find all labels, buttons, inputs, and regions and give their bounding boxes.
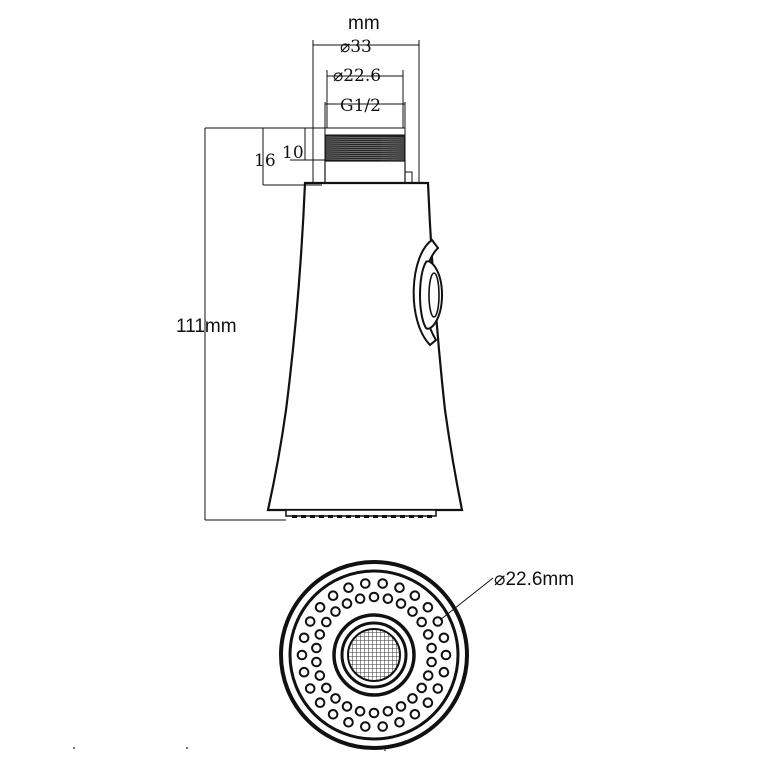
nozzle-tip — [427, 515, 432, 518]
thread-groove — [325, 150, 405, 153]
thread-groove — [325, 136, 405, 139]
nozzle-tip — [319, 515, 324, 518]
spray-hole-outer — [377, 721, 389, 732]
spray-hole-outer — [296, 649, 308, 661]
spray-hole-outer — [409, 590, 421, 602]
spray-hole-outer — [360, 578, 371, 589]
nozzle-tip — [346, 515, 351, 518]
thread-length-label: 10 — [282, 143, 304, 163]
thread-groove — [325, 158, 405, 161]
spray-hole-inner — [422, 670, 434, 681]
connector-length-label: 16 — [254, 151, 276, 171]
spray-hole-inner — [416, 682, 428, 694]
spray-hole-inner — [395, 598, 407, 609]
spray-hole-inner — [311, 656, 322, 668]
spray-hole-outer — [360, 721, 371, 732]
spray-hole-inner — [407, 693, 418, 704]
nozzle-tip — [382, 515, 387, 518]
thread-groove — [325, 152, 405, 155]
nozzle-cap — [285, 509, 437, 518]
side-view: mm ⌀33 ⌀22.6 G1/2 10 16 111mm — [176, 13, 464, 521]
nozzle-tip — [337, 515, 342, 518]
thread-label: G1/2 — [340, 96, 381, 116]
spray-hole-outer — [394, 717, 405, 728]
thread-groove — [325, 140, 405, 143]
face-view: ⌀22.6mm — [279, 560, 574, 750]
spray-hole-outer — [314, 602, 326, 613]
thread-groove — [325, 138, 405, 141]
spray-hole-outer — [327, 709, 339, 720]
spray-hole-inner — [395, 701, 407, 712]
spray-hole-outer — [343, 582, 354, 594]
thread-groove — [325, 148, 405, 151]
inner-diameter-label: ⌀22.6 — [333, 66, 381, 86]
spray-hole-inner — [368, 591, 380, 603]
spray-hole-inner — [416, 616, 428, 628]
sprayer-body — [266, 181, 464, 512]
spray-hole-inner — [426, 656, 437, 668]
spray-hole-inner — [354, 593, 366, 605]
spray-hole-inner — [368, 707, 380, 719]
trigger-button — [412, 238, 444, 347]
spray-hole-outer — [327, 590, 339, 602]
spray-hole-inner — [422, 629, 434, 640]
spray-hole-inner — [330, 693, 341, 704]
dimension-lines — [204, 40, 420, 521]
spray-hole-inner — [321, 682, 332, 694]
spray-hole-inner — [311, 642, 322, 654]
spray-hole-outer — [298, 632, 310, 644]
spray-hole-outer — [440, 649, 452, 661]
nozzle-tip — [301, 515, 306, 518]
spray-hole-inner — [341, 701, 353, 712]
thread-groove — [325, 156, 405, 159]
spray-hole-outer — [438, 632, 450, 644]
spray-hole-outer — [298, 666, 310, 678]
nozzle-tip — [364, 515, 369, 518]
spray-hole-outer — [409, 709, 421, 720]
nozzle-tip — [373, 515, 378, 518]
nozzle-tip — [409, 515, 414, 518]
spray-hole-outer — [394, 582, 405, 594]
spray-hole-outer — [422, 697, 434, 709]
spray-hole-outer — [304, 616, 316, 627]
spray-hole-outer — [343, 717, 354, 728]
spray-hole-outer — [438, 666, 450, 678]
thread-connector — [324, 127, 413, 184]
thread-groove — [325, 142, 405, 145]
spray-hole-inner — [382, 706, 394, 717]
spray-hole-inner — [354, 706, 366, 717]
face-diameter-label: ⌀22.6mm — [494, 569, 574, 590]
center-mesh — [347, 628, 401, 682]
nozzle-tip — [355, 515, 360, 518]
spray-hole-outer — [432, 683, 444, 694]
nozzle-tip — [292, 515, 297, 518]
spray-hole-inner — [314, 670, 326, 681]
nozzle-tip — [400, 515, 405, 518]
spray-hole-outer — [314, 697, 326, 709]
spray-hole-outer — [304, 683, 316, 694]
thread-groove — [325, 154, 405, 157]
spray-hole-inner — [426, 642, 437, 654]
spray-hole-outer — [377, 578, 389, 589]
scan-marks — [73, 747, 386, 751]
spray-hole-outer — [422, 602, 434, 613]
unit-label: mm — [348, 13, 380, 34]
outer-diameter-label: ⌀33 — [340, 37, 372, 57]
nozzle-tip — [391, 515, 396, 518]
thread-groove — [325, 144, 405, 147]
thread-groove — [325, 146, 405, 149]
total-length-label: 111mm — [176, 316, 237, 337]
spray-hole-inner — [314, 629, 326, 640]
nozzle-tip — [310, 515, 315, 518]
spray-hole-inner — [330, 606, 341, 617]
spray-hole-inner — [382, 593, 394, 605]
spray-hole-inner — [341, 598, 353, 609]
spray-hole-inner — [321, 616, 332, 628]
nozzle-tip — [328, 515, 333, 518]
spray-hole-inner — [407, 606, 418, 617]
spray-hole-outer — [432, 616, 444, 627]
nozzle-tip — [418, 515, 423, 518]
